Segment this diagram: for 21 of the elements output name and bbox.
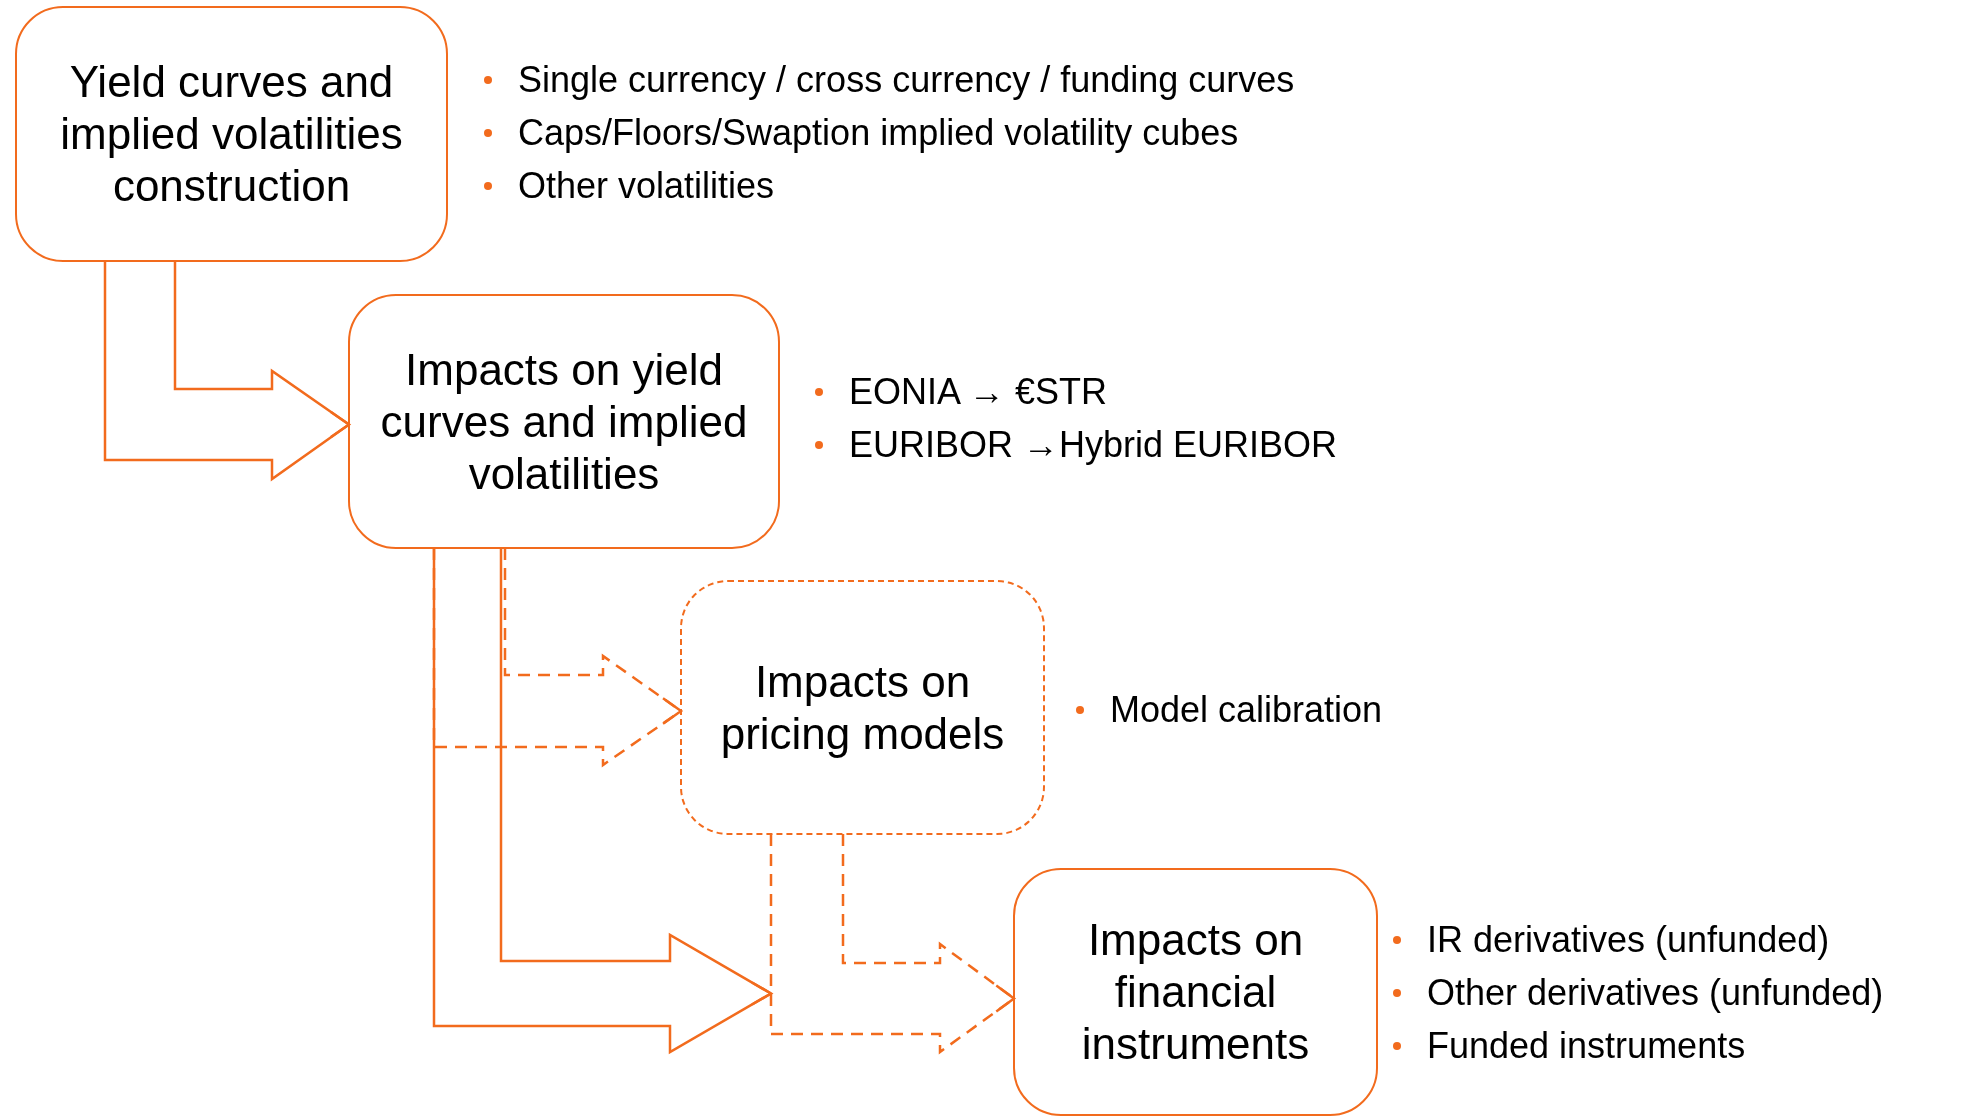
bullet-text: Single currency / cross currency / funding curves <box>518 58 1295 102</box>
bullet-text: Caps/Floors/Swaption implied volatility cubes <box>518 111 1239 155</box>
bullet-text: EURIBOR →Hybrid EURIBOR <box>849 423 1338 467</box>
process-box <box>1013 868 1378 1116</box>
bullet-text: Funded instruments <box>1427 1024 1746 1068</box>
box-title: Impacts on yield curves and implied volatilities <box>379 343 749 500</box>
box-title: Impacts on pricing models <box>719 655 1006 760</box>
bullet-text: Other derivatives (unfunded) <box>1427 971 1884 1015</box>
block-arrow <box>432 546 773 1055</box>
box-title: Impacts on financial instruments <box>1080 914 1311 1070</box>
bullet-text: EONIA → €STR <box>849 370 1108 414</box>
bullet-text: IR derivatives (unfunded) <box>1427 918 1830 962</box>
process-box <box>348 294 780 549</box>
dashed-process-box <box>680 580 1045 835</box>
bullet-text: Other volatilities <box>518 164 775 208</box>
block-arrow <box>103 259 351 482</box>
bullet-text: Model calibration <box>1110 688 1383 732</box>
process-box <box>15 6 448 262</box>
block-arrow <box>769 832 1016 1055</box>
block-arrow <box>432 546 683 768</box>
box-title: Yield curves and implied volatilities construction <box>59 56 404 212</box>
